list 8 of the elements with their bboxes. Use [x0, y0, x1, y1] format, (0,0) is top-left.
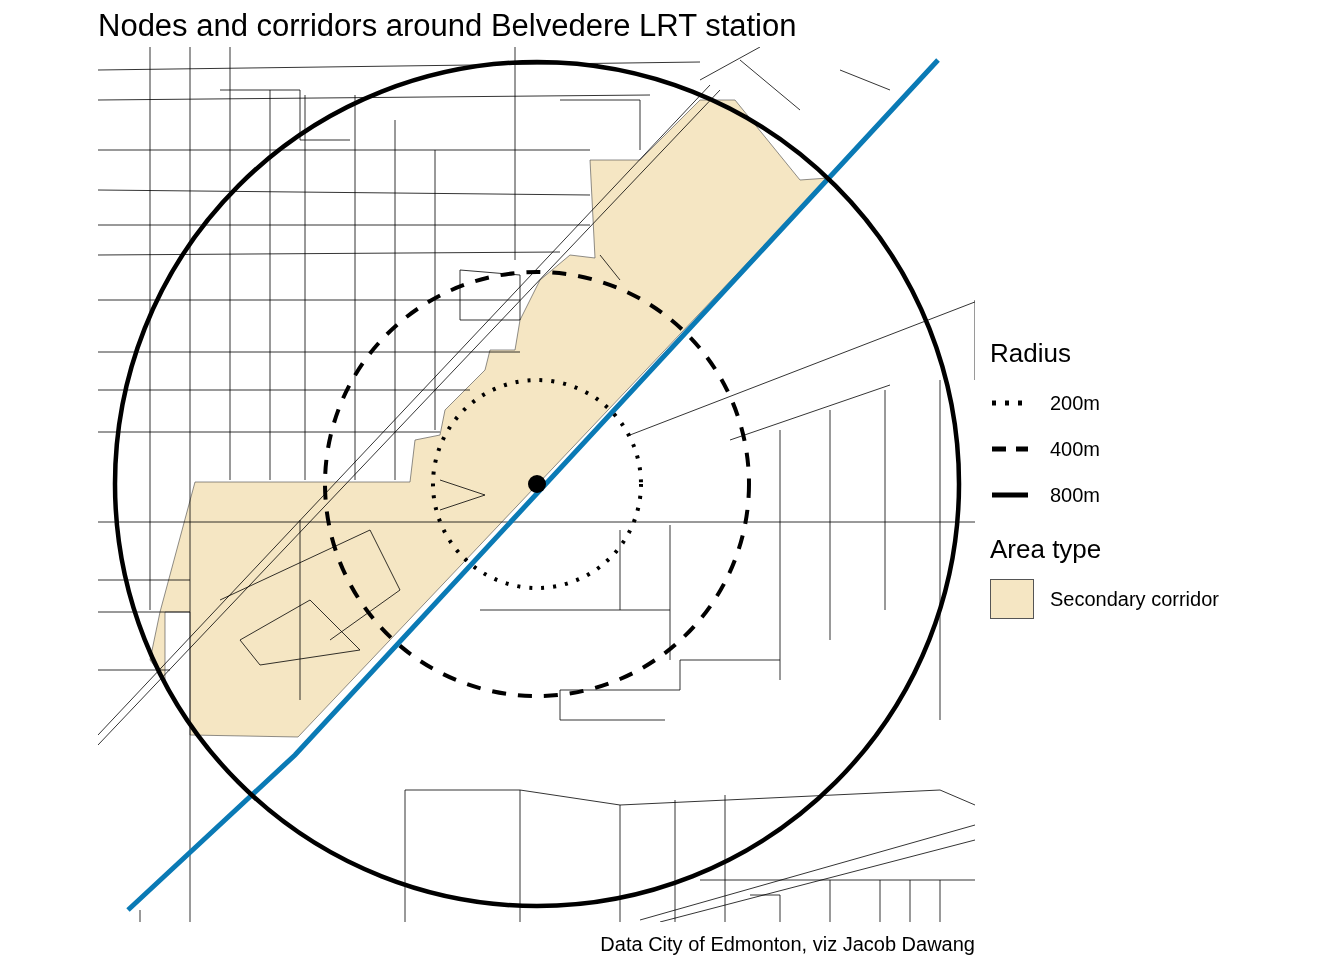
- legend-label: Secondary corridor: [1050, 587, 1219, 612]
- legend-label: 200m: [1050, 391, 1101, 416]
- legend-heading: Radius: [990, 340, 1071, 366]
- caption: Data City of Edmonton, viz Jacob Dawang: [600, 934, 975, 954]
- legend-heading: Area type: [990, 536, 1102, 562]
- legend-label: 800m: [1050, 483, 1101, 508]
- chart-title: Nodes and corridors around Belvedere LRT station: [98, 10, 797, 41]
- legend-label: 400m: [1050, 437, 1101, 462]
